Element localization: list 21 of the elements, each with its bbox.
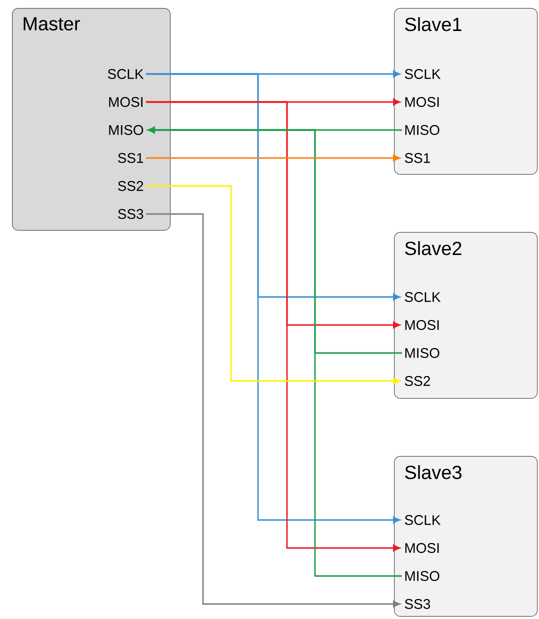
pin-label: MISO: [109, 125, 144, 135]
pin-label: SCLK: [404, 292, 441, 302]
pin-label: MOSI: [405, 543, 439, 553]
pin-label: SCLK: [404, 515, 441, 525]
wire-arrow: [146, 154, 400, 162]
pin-label: SS2: [118, 181, 144, 191]
pin-label: MOSI: [405, 97, 439, 107]
pin-label: SS2: [404, 376, 430, 386]
pin-label: MISO: [405, 571, 440, 581]
pin-label: SS1: [118, 153, 144, 163]
pin-label: MOSI: [109, 97, 143, 107]
pin-label: MOSI: [405, 320, 439, 330]
pin-label: SCLK: [404, 69, 441, 79]
pin-label: SS3: [118, 209, 144, 219]
pin-label: SCLK: [108, 69, 144, 79]
wire-arrow: [146, 185, 400, 384]
pin-label: SS3: [404, 599, 430, 609]
pin-label: MISO: [405, 348, 440, 358]
pin-label: MISO: [405, 125, 440, 135]
wire-arrow: [146, 213, 400, 608]
pin-label: SS1: [404, 153, 430, 163]
